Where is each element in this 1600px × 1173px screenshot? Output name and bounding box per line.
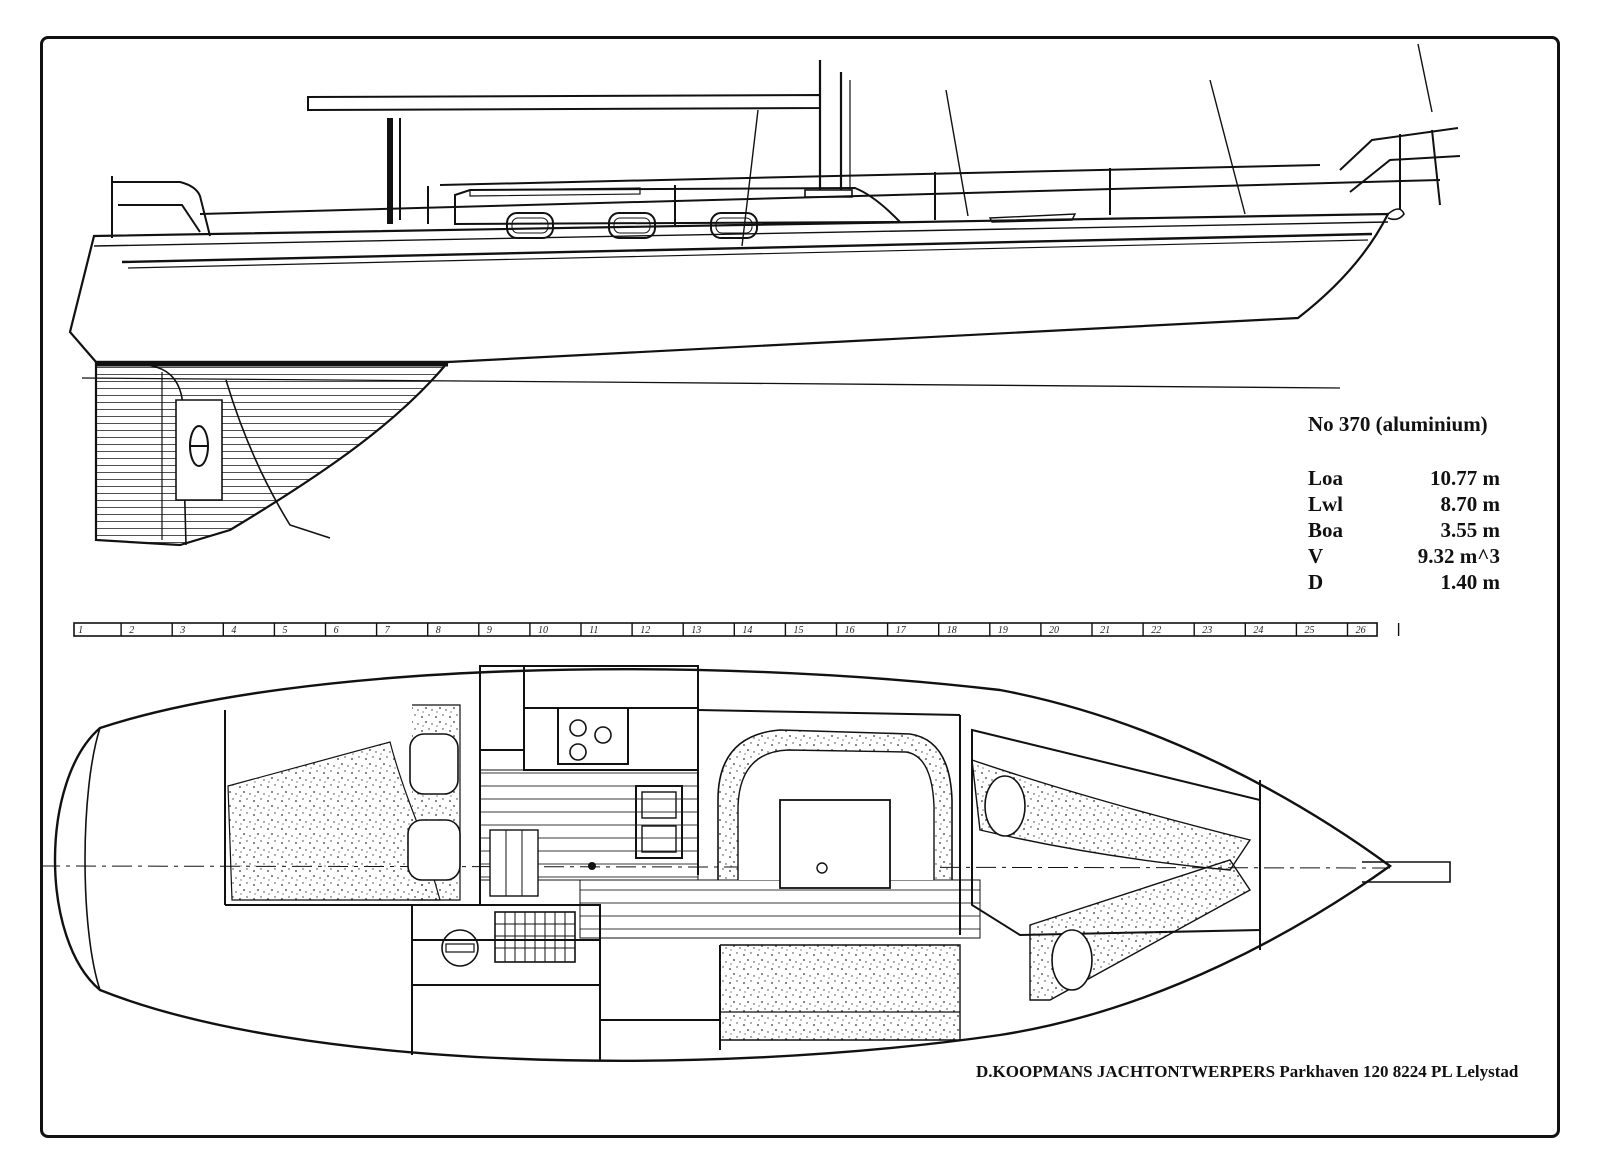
designer-credit: D.KOOPMANS JACHTONTWERPERS Parkhaven 120…: [976, 1062, 1519, 1081]
toilet-icon: [441, 929, 479, 967]
scale-label: 13: [691, 625, 701, 636]
scale-label: 11: [589, 625, 598, 636]
scale-label: 23: [1202, 625, 1212, 636]
rudder: [175, 399, 223, 501]
saloon-table: [779, 799, 891, 889]
scale-label: 14: [742, 625, 752, 636]
scale-label: 4: [231, 625, 236, 636]
burner-icon: [569, 743, 587, 761]
stove: [557, 707, 629, 765]
scale-label: 7: [385, 625, 391, 636]
scale-label: 18: [947, 625, 957, 636]
fore-cabin: [971, 728, 1261, 1001]
portlight-1: [506, 212, 554, 239]
scale-bar: [73, 622, 1378, 637]
scale-label: 3: [179, 625, 185, 636]
pillow-icon: [409, 733, 459, 795]
hull-topsides: [68, 208, 1405, 364]
scale-label: 26: [1356, 625, 1366, 636]
lower-berths: [411, 904, 961, 1060]
rigging: [307, 43, 1433, 247]
scale-label: 15: [794, 625, 804, 636]
scale-label: 21: [1100, 625, 1110, 636]
companionway-steps: [489, 829, 539, 897]
drawing-frame: [40, 36, 1560, 1138]
scale-label: 8: [436, 625, 441, 636]
scale-label: 10: [538, 625, 548, 636]
scale-label: 16: [845, 625, 855, 636]
scale-label: 1: [78, 625, 83, 636]
design-number: No 370 (aluminium): [1308, 412, 1488, 436]
scale-label: 20: [1049, 625, 1059, 636]
scale-label: 25: [1305, 625, 1315, 636]
side-profile: [68, 43, 1461, 547]
pillow-icon: [407, 819, 461, 881]
plan-hull-outline: [53, 668, 1393, 1062]
aft-cabin: [224, 666, 481, 906]
scale-label: 22: [1151, 625, 1161, 636]
scale-label: 9: [487, 625, 492, 636]
deckhouse: [454, 186, 1077, 239]
scale-label: 19: [998, 625, 1008, 636]
pillow-icon: [1051, 929, 1093, 991]
saloon-settee: [697, 709, 961, 935]
scale-label: 5: [283, 625, 288, 636]
burner-icon: [594, 726, 612, 744]
bowsprit: [1362, 861, 1451, 883]
scale-label: 17: [896, 625, 907, 636]
scale-label: 2: [129, 625, 134, 636]
hull-underwater: [94, 360, 451, 547]
pillow-icon: [984, 775, 1026, 837]
scale-label: 6: [334, 625, 339, 636]
guard-rails: [111, 127, 1461, 238]
burner-icon: [569, 719, 587, 737]
scale-label: 12: [640, 625, 650, 636]
scale-label: 24: [1253, 625, 1263, 636]
plan-view: [39, 665, 1451, 1062]
